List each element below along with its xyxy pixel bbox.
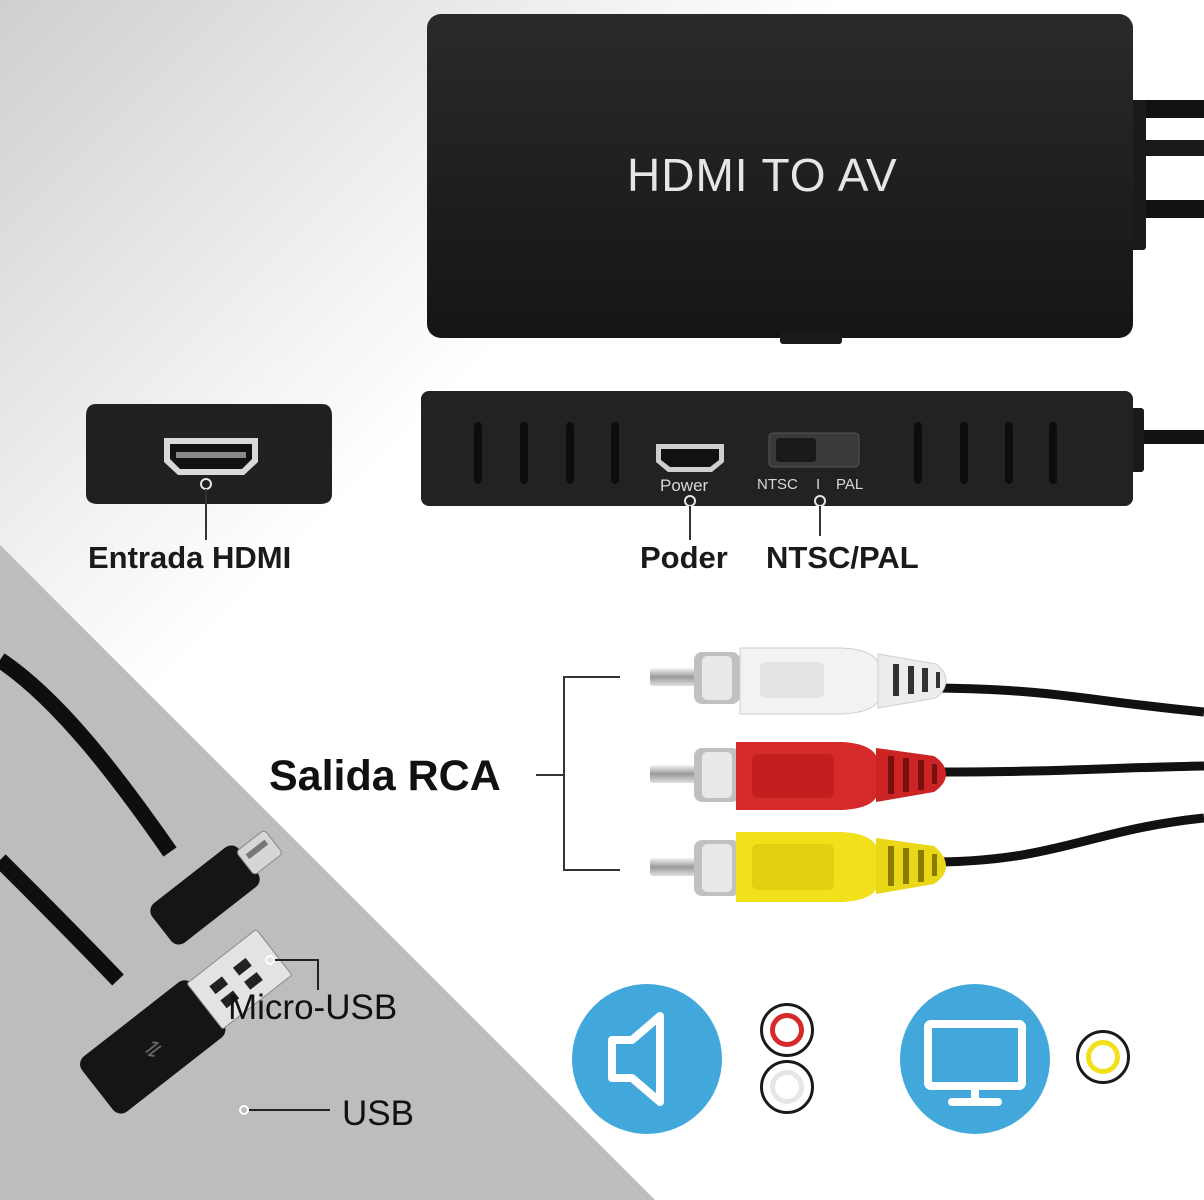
usb-label: USB (342, 1094, 414, 1133)
switch-pal-label: PAL (836, 476, 864, 493)
micro-usb-label: Micro-USB (228, 988, 398, 1027)
ntsc-label-bg (756, 536, 962, 594)
audio-icon-circle (572, 984, 722, 1134)
monitor-icon (924, 1020, 1026, 1106)
rca-white-plug (650, 647, 947, 715)
rca-red-plug (650, 742, 946, 810)
switch-ntsc-label: NTSC (757, 476, 798, 493)
power-label: Poder (640, 540, 728, 575)
switch-divider-label: I (816, 476, 821, 493)
device-title: HDMI TO AV (627, 149, 898, 201)
ntsc-pal-label: NTSC/PAL (766, 540, 919, 575)
rca-yellow-plug (650, 832, 946, 902)
speaker-icon (608, 1012, 664, 1106)
audio-white-jack-icon (760, 1060, 814, 1114)
rca-output-label: Salida RCA (269, 752, 501, 800)
video-icon-circle (900, 984, 1050, 1134)
hdmi-input-label: Entrada HDMI (88, 540, 292, 575)
power-port-label: Power (660, 476, 709, 495)
video-yellow-jack-icon (1076, 1030, 1130, 1084)
audio-red-jack-icon (760, 1003, 814, 1057)
